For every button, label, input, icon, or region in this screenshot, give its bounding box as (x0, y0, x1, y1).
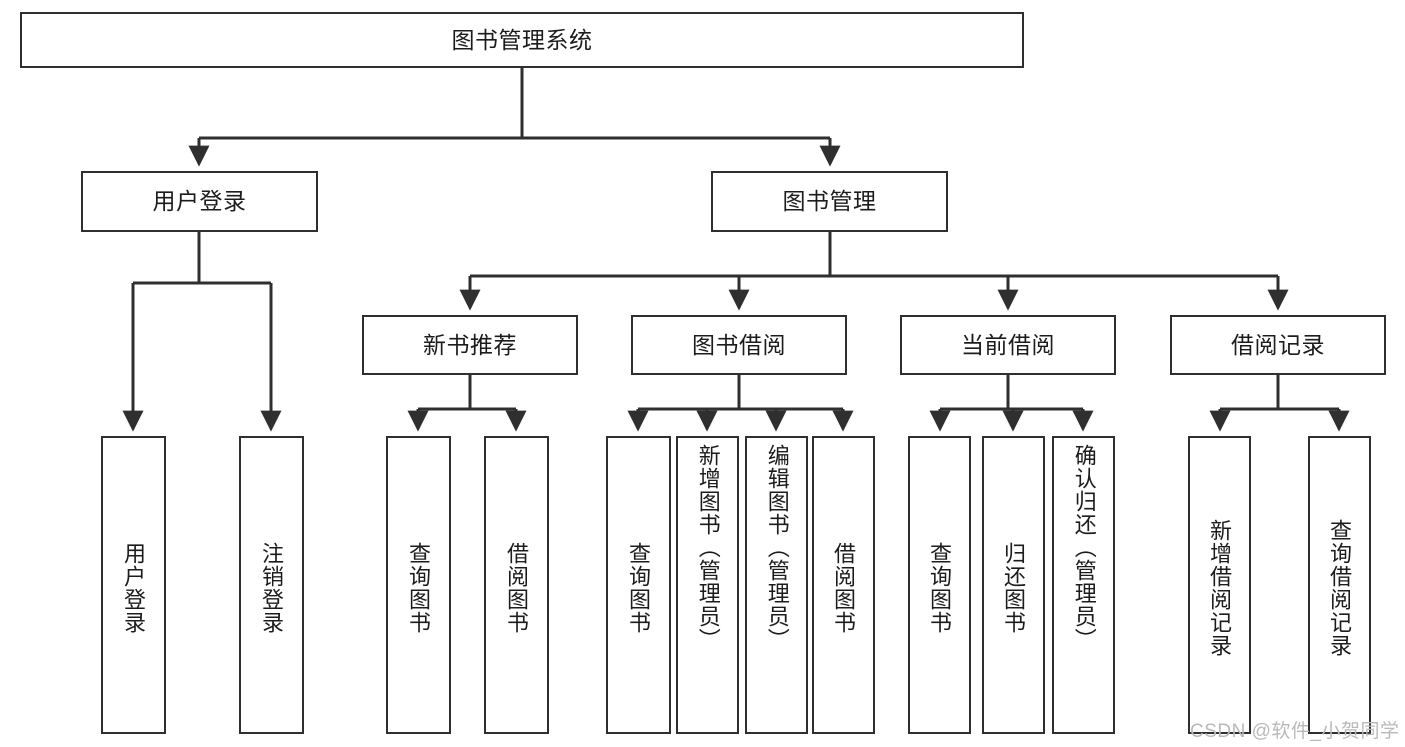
node-borrow-record-label: 借阅记录 (1231, 331, 1325, 358)
csdn-watermark: CSDN @软件_小贺同学 (1190, 721, 1400, 742)
leaf-edit-book-admin[interactable]: 编辑图书（管理员） (745, 436, 808, 734)
leaf-query-borrow-record-label: 查询借阅记录 (1327, 519, 1353, 657)
node-new-book-recommend-label: 新书推荐 (423, 331, 517, 358)
leaf-user-login[interactable]: 用户登录 (101, 436, 166, 734)
leaf-query-book-borrow-label: 查询图书 (626, 542, 652, 634)
leaf-add-book-admin[interactable]: 新增图书（管理员） (676, 436, 739, 734)
leaf-confirm-return-admin-label: 确认归还（管理员） (1071, 444, 1097, 651)
leaf-query-book-recommend[interactable]: 查询图书 (386, 436, 451, 734)
leaf-borrow-book-recommend[interactable]: 借阅图书 (484, 436, 549, 734)
node-book-manage-label: 图书管理 (782, 188, 877, 215)
node-user-login[interactable]: 用户登录 (81, 171, 318, 232)
node-new-book-recommend[interactable]: 新书推荐 (362, 315, 578, 375)
leaf-borrow-book-recommend-label: 借阅图书 (504, 542, 530, 634)
leaf-borrow-book-label: 借阅图书 (831, 542, 857, 634)
leaf-query-book-recommend-label: 查询图书 (406, 542, 432, 634)
leaf-confirm-return-admin[interactable]: 确认归还（管理员） (1052, 436, 1115, 734)
leaf-borrow-book[interactable]: 借阅图书 (812, 436, 875, 734)
leaf-user-login-label: 用户登录 (121, 542, 147, 634)
node-current-borrow-label: 当前借阅 (961, 331, 1055, 358)
leaf-logout-login[interactable]: 注销登录 (239, 436, 304, 734)
node-borrow-record[interactable]: 借阅记录 (1170, 315, 1386, 375)
node-book-manage[interactable]: 图书管理 (711, 171, 948, 232)
node-root[interactable]: 图书管理系统 (20, 12, 1024, 68)
leaf-edit-book-admin-label: 编辑图书（管理员） (764, 444, 790, 651)
leaf-query-borrow-record[interactable]: 查询借阅记录 (1308, 436, 1371, 734)
leaf-add-borrow-record-label: 新增借阅记录 (1207, 519, 1233, 657)
leaf-add-book-admin-label: 新增图书（管理员） (695, 444, 721, 651)
leaf-add-borrow-record[interactable]: 新增借阅记录 (1188, 436, 1251, 734)
node-user-login-label: 用户登录 (152, 188, 247, 215)
node-book-borrow-label: 图书借阅 (692, 331, 786, 358)
leaf-query-book-current-label: 查询图书 (927, 542, 953, 634)
leaf-return-book-label: 归还图书 (1001, 542, 1027, 634)
node-root-label: 图书管理系统 (451, 26, 593, 53)
leaf-query-book-current[interactable]: 查询图书 (908, 436, 971, 734)
leaf-return-book[interactable]: 归还图书 (982, 436, 1045, 734)
node-book-borrow[interactable]: 图书借阅 (631, 315, 847, 375)
leaf-logout-login-label: 注销登录 (259, 542, 285, 634)
leaf-query-book-borrow[interactable]: 查询图书 (606, 436, 671, 734)
node-current-borrow[interactable]: 当前借阅 (900, 315, 1116, 375)
